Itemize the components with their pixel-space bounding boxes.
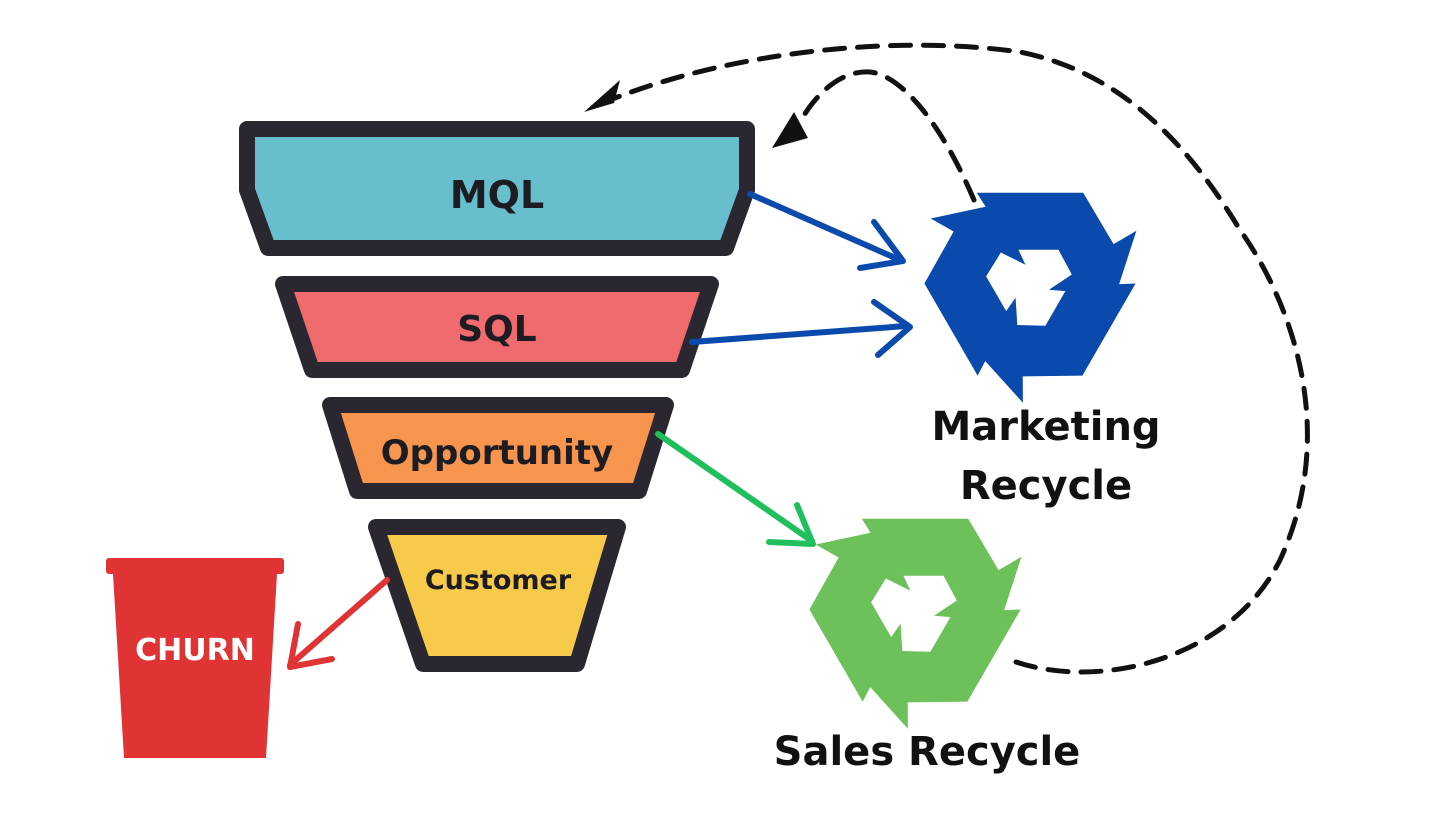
sales-recycle-icon — [782, 512, 1022, 748]
arrow-opportunity-to-sales-recycle — [655, 431, 816, 547]
dashed-loop-marketing-to-mql — [797, 69, 977, 203]
churn-bucket-label: CHURN — [135, 633, 255, 668]
funnel-stage-customer: Customer — [368, 519, 626, 672]
funnel-stage-opportunity-band — [322, 397, 674, 499]
dashed-loop-arrowhead-top — [584, 80, 620, 112]
arrow-customer-to-churn — [287, 577, 390, 670]
churn-bucket-body — [113, 574, 277, 758]
dashed-loop-sales-to-mql — [612, 42, 1310, 675]
dashed-loop-arrows — [612, 42, 1310, 675]
funnel-stage-sql: SQL — [275, 276, 719, 378]
sales-recycle-label: Sales Recycle — [774, 729, 1081, 775]
arrow-sql-to-marketing-recycle — [689, 299, 913, 358]
arrow-mql-to-marketing-recycle — [747, 191, 906, 271]
churn-bucket-rim — [106, 558, 284, 574]
marketing-recycle-icon — [897, 186, 1137, 422]
funnel-stage-mql: MQL — [239, 121, 755, 256]
marketing-recycle-label-line1: Marketing — [931, 404, 1160, 450]
funnel-stage-customer-band — [368, 519, 626, 672]
funnel-stage-opportunity-label: Opportunity — [381, 433, 613, 473]
funnel: MQL SQL Opportunity Customer — [239, 121, 755, 672]
funnel-stage-mql-label: MQL — [450, 173, 544, 217]
funnel-stage-mql-band — [239, 121, 755, 256]
funnel-stage-opportunity: Opportunity — [322, 397, 674, 499]
funnel-stage-sql-label: SQL — [457, 309, 536, 350]
churn-bucket-icon: CHURN — [106, 558, 284, 758]
marketing-recycle-label-line2: Recycle — [960, 463, 1132, 509]
dashed-loop-arrowhead-mid — [772, 112, 808, 148]
funnel-stage-sql-band — [275, 276, 719, 378]
funnel-stage-customer-label: Customer — [425, 565, 572, 596]
